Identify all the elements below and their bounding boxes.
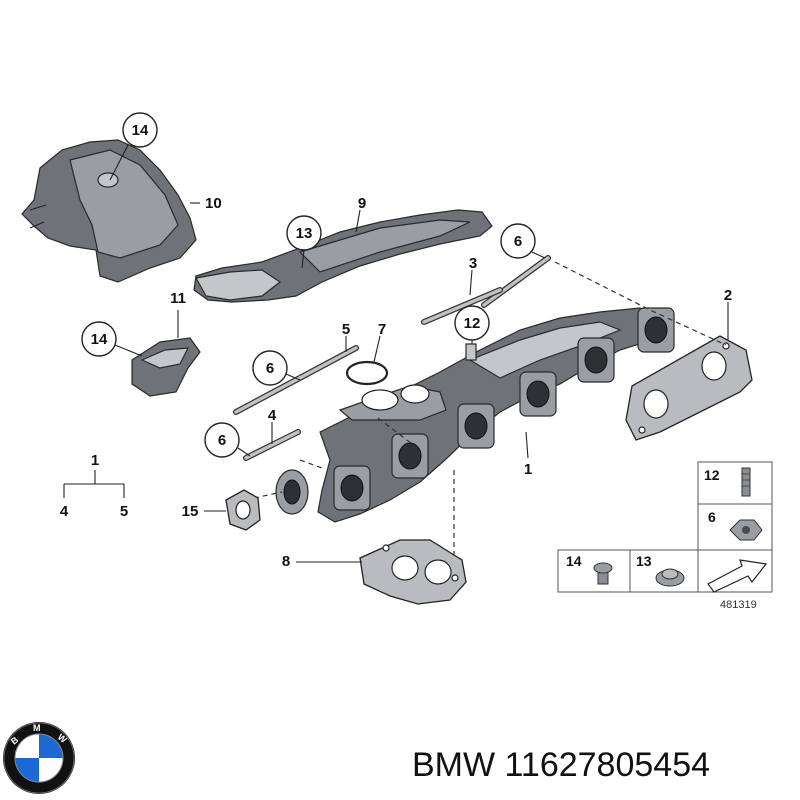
gasket-part-2 [625,335,753,441]
stud-rod-part-3 [421,287,503,325]
leader-9 [355,209,361,233]
callout-circle-13-top [286,215,322,251]
callout-13-top: 13 [296,225,313,242]
alignment-dash-middle [299,417,421,469]
leader-14-top [109,144,129,181]
tree-callout-1: 1 [91,452,99,469]
leader-14-mid [114,344,143,357]
callout-11: 11 [170,290,186,307]
leader-6-middle [285,373,301,381]
callout-circle-12 [454,305,490,341]
fastener-legend: 12 6 14 13 [557,461,773,593]
callout-8: 8 [282,553,290,570]
callout-circle-14-mid [81,321,117,357]
leader-1 [525,431,529,459]
stud-rod-part-6-top [481,255,551,308]
tree-callout-5: 5 [120,503,128,520]
alignment-dash-top [554,261,727,346]
callout-14-mid: 14 [91,331,108,348]
tree-callout-4: 4 [60,503,69,520]
diagram-reference-number: 481319 [720,599,757,611]
stud-icon [741,467,751,497]
callout-6-middle: 6 [266,360,274,377]
leader-6-lower [237,447,251,457]
leader-3 [469,269,473,296]
callout-10: 10 [205,195,222,212]
callout-circle-6-lower [204,422,240,458]
exhaust-manifold-part-1 [275,307,675,523]
part-number-label: BMW 11627805454 [412,746,710,784]
callout-5: 5 [342,321,350,338]
callout-1: 1 [524,461,532,478]
leader-7 [373,335,381,363]
callout-12: 12 [464,315,481,332]
stud-rod-part-5 [233,345,359,415]
legend-label-6: 6 [708,509,716,525]
stud-rod-part-4 [243,429,301,461]
callout-15: 15 [182,503,199,520]
callout-circle-14-top [122,112,158,148]
legend-label-14: 14 [566,553,582,569]
legend-label-13: 13 [636,553,652,569]
heat-shield-part-9 [193,209,493,303]
callout-6-top: 6 [514,233,522,250]
direction-arrow-icon [707,559,768,593]
callout-7: 7 [378,321,386,338]
svg-text:M: M [33,723,41,733]
alignment-dash-left [244,491,283,501]
gasket-part-15 [225,489,261,531]
heat-shield-part-10 [21,139,197,283]
leader-13-top [301,249,305,269]
callout-circle-6-middle [252,350,288,386]
svg-text:B: B [9,734,21,746]
gasket-part-8 [359,539,467,605]
legend-label-12: 12 [704,467,720,483]
bmw-logo: B M W [3,722,75,794]
ring-gasket-part-7 [345,360,389,386]
callout-3: 3 [469,255,477,272]
heat-shield-part-11 [131,337,201,397]
leader-6-top [531,251,546,259]
assembly-tree: 1 4 5 [60,452,128,520]
callout-6-lower: 6 [218,432,226,449]
callout-9: 9 [358,195,366,212]
callout-4: 4 [268,407,277,424]
callout-2: 2 [724,287,732,304]
callout-circle-6-top [500,223,536,259]
callout-14-top: 14 [132,122,149,139]
